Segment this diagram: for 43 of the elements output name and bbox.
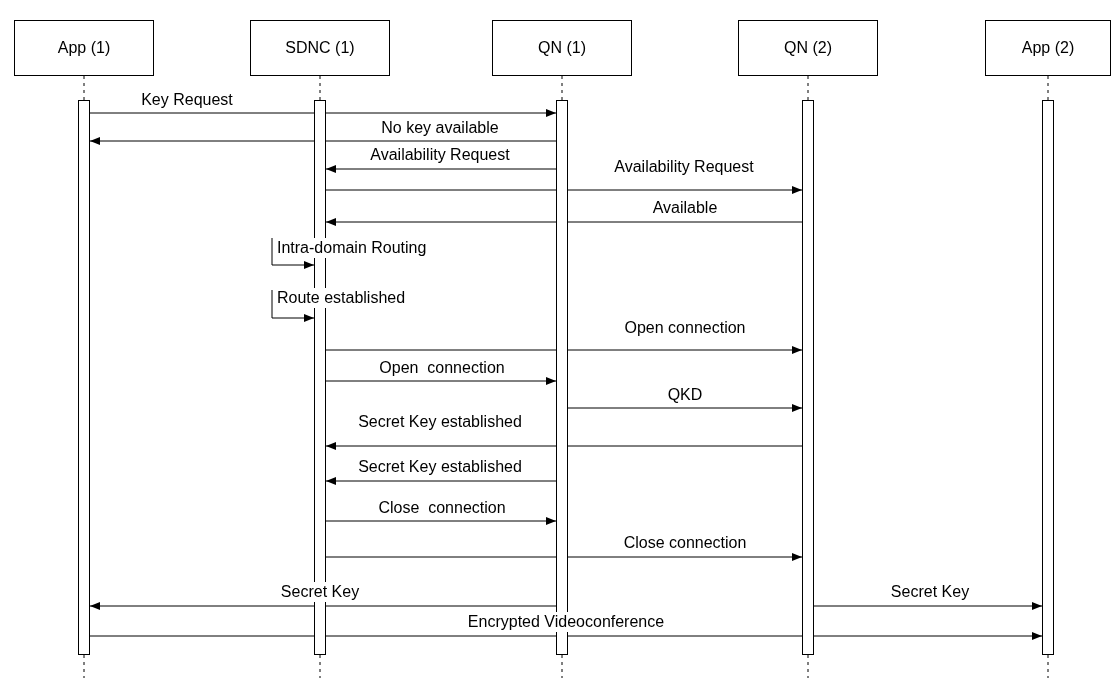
edge-label: QKD	[665, 385, 705, 405]
message-arrow	[89, 109, 557, 117]
edge-label: Route established	[275, 288, 408, 308]
message-arrow	[813, 602, 1043, 610]
edge-label: Key Request	[139, 90, 235, 110]
message-arrow	[325, 346, 803, 354]
edge-label: Open connection	[377, 358, 507, 378]
edge-label: Availability Request	[612, 157, 756, 177]
message-arrow	[89, 137, 557, 145]
edge-label: Open connection	[622, 318, 748, 338]
lifeline	[319, 75, 321, 101]
activation-bar	[802, 100, 814, 655]
edge-label: No key available	[379, 118, 501, 138]
edge-label: Secret Key established	[356, 412, 524, 432]
participant-box: App (1)	[14, 20, 154, 76]
message-arrow	[325, 477, 557, 485]
edge-label: Availability Request	[368, 145, 512, 165]
edge-label: Intra-domain Routing	[275, 238, 429, 258]
self-message-arrow	[271, 289, 315, 322]
activation-bar	[1042, 100, 1054, 655]
participant-box: SDNC (1)	[250, 20, 390, 76]
lifeline	[807, 75, 809, 101]
participant-box: QN (2)	[738, 20, 878, 76]
message-arrow	[325, 442, 803, 450]
message-arrow	[89, 602, 557, 610]
message-arrow	[325, 553, 803, 561]
edge-label: Secret Key	[278, 582, 362, 602]
edge-label: Secret Key established	[356, 457, 524, 477]
participant-box: QN (1)	[492, 20, 632, 76]
lifeline	[561, 75, 563, 101]
lifeline	[83, 75, 85, 101]
edge-label: Secret Key	[888, 582, 972, 602]
lifeline	[1047, 75, 1049, 101]
self-message-arrow	[271, 237, 315, 269]
message-arrow	[325, 218, 803, 226]
message-arrow	[325, 165, 557, 173]
participant-box: App (2)	[985, 20, 1111, 76]
message-arrow	[325, 186, 803, 194]
message-arrow	[89, 632, 1043, 640]
message-arrow	[325, 517, 557, 525]
activation-bar	[78, 100, 90, 655]
message-arrow	[567, 404, 803, 412]
message-arrow	[325, 377, 557, 385]
